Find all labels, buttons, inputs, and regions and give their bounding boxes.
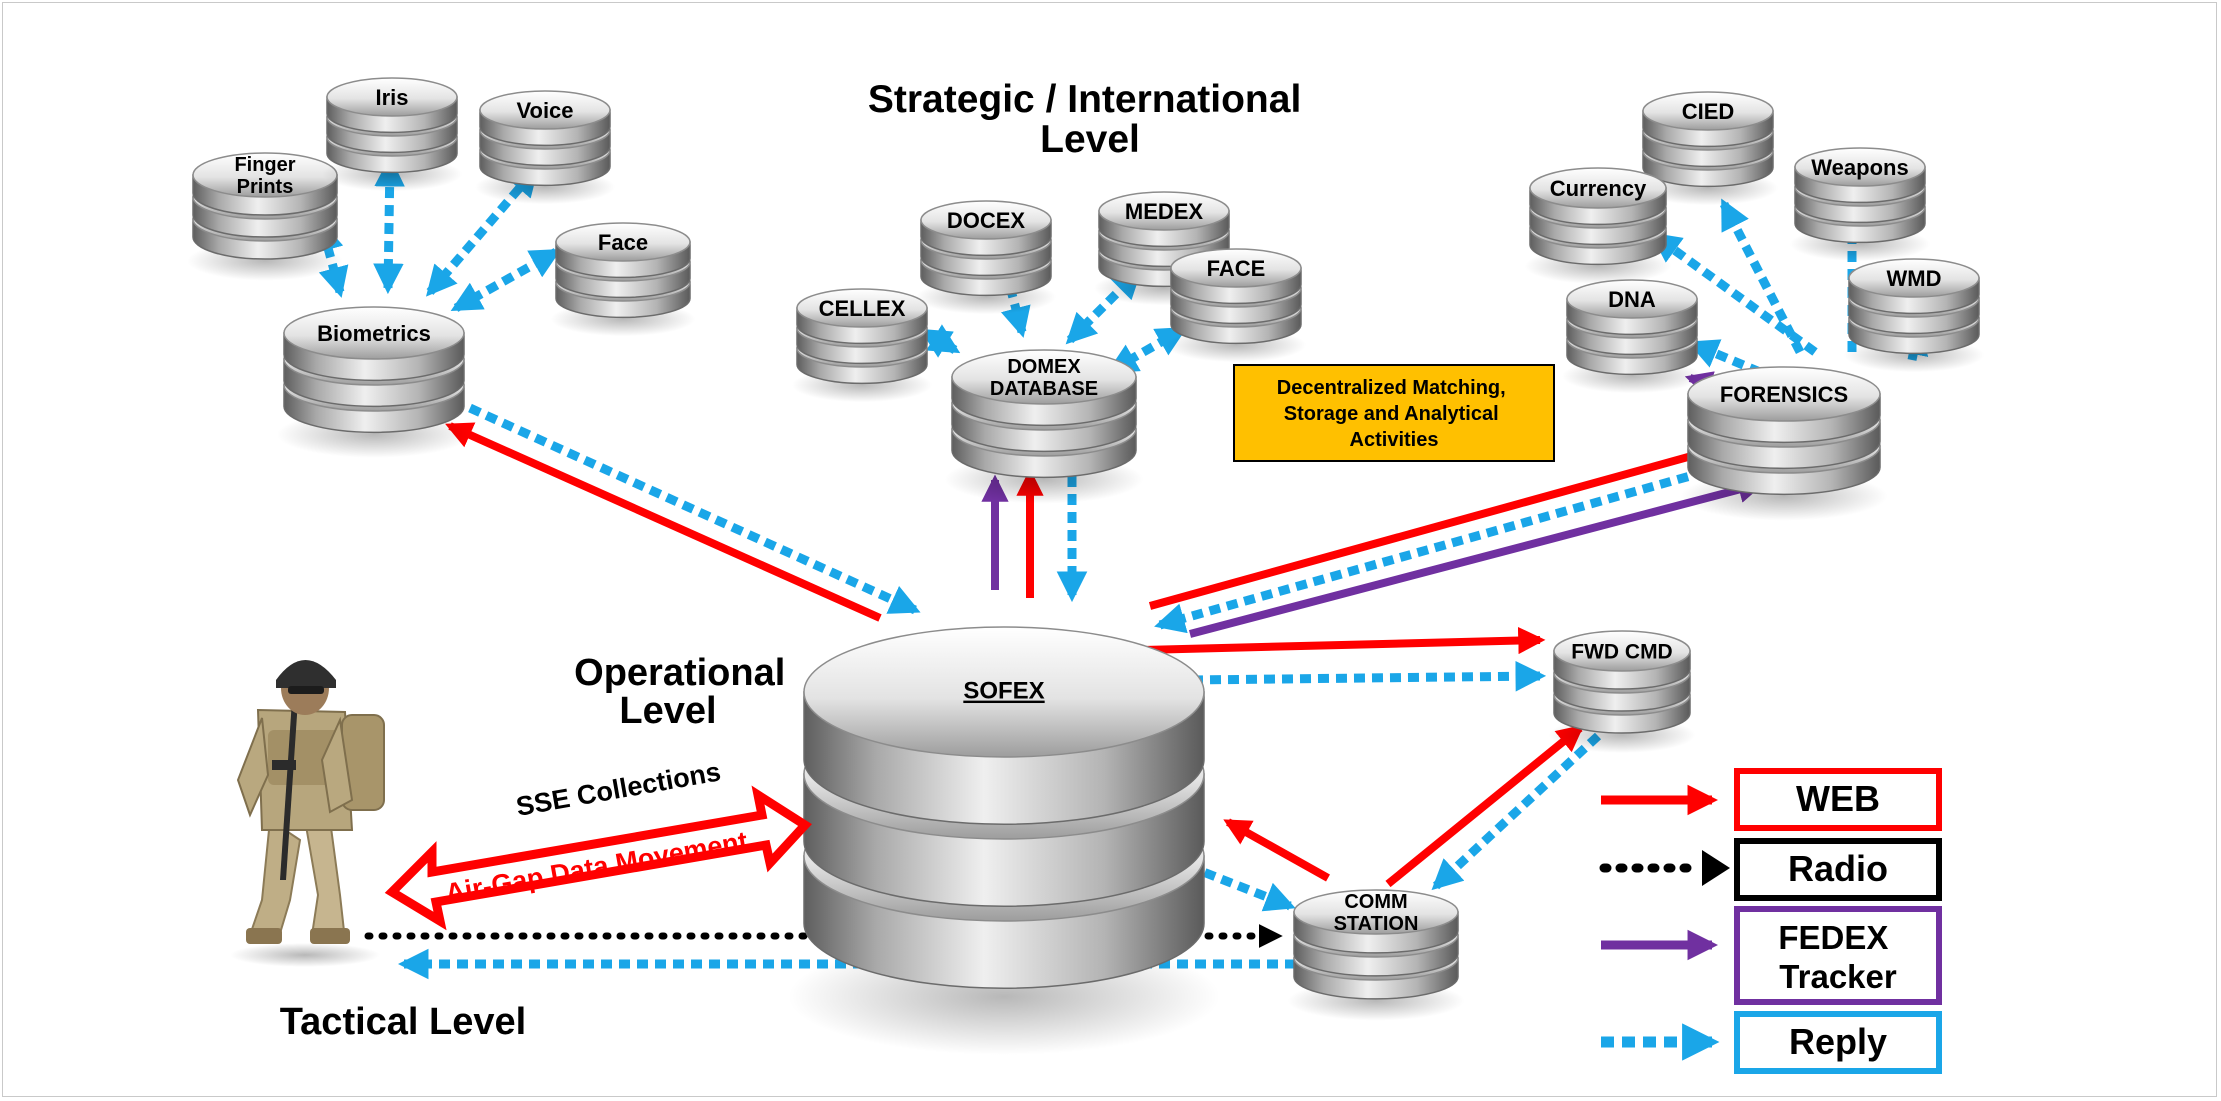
sofex-db: SOFEX (788, 626, 1220, 1055)
svg-text:Radio: Radio (1788, 848, 1888, 889)
biometrics-iris-reply-arrow (373, 155, 405, 295)
face-biometrics-label: Face (598, 230, 648, 255)
decentralized-callout: Decentralized Matching, Storage and Anal… (1233, 364, 1555, 462)
face-biometrics-db: Face (550, 222, 696, 337)
legend-reply: Reply (1601, 1011, 1942, 1074)
svg-text:WEB: WEB (1796, 778, 1880, 819)
voice-db: Voice (474, 90, 616, 205)
forensics-cied-reply-arrow (1719, 198, 1805, 355)
legend-radio: Radio (1599, 838, 1942, 901)
wmd-label: WMD (1887, 266, 1942, 291)
sofex-forensics-fedex-arrow (1188, 476, 1766, 638)
forensics-currency-reply-arrow (1650, 232, 1818, 356)
sse-collections-label: SSE Collections (514, 756, 723, 822)
docex-label: DOCEX (947, 208, 1026, 233)
dna-db: DNA (1561, 279, 1703, 394)
iris-label: Iris (375, 85, 408, 110)
biometrics-sofex-reply-arrow (468, 403, 921, 615)
sofex-biometrics-web-arrow (445, 422, 882, 622)
fwd-cmd-label: FWD CMD (1571, 641, 1672, 664)
domex-cellex-reply-arrow (919, 324, 961, 358)
domex-face-reply-arrow (1106, 326, 1188, 374)
strategic-level-title: Strategic / International Level (868, 78, 1312, 161)
face-domex-label: FACE (1207, 256, 1266, 281)
fwdcmd-sofex-reply-arrow (1191, 660, 1547, 692)
operational-level-title: Operational Level (574, 652, 796, 732)
forensics-sofex-reply-arrow (1154, 457, 1742, 634)
fwdcmd-comm-reply-arrow (1431, 732, 1602, 891)
face-domex-db: FACE (1165, 248, 1307, 363)
cied-label: CIED (1682, 99, 1735, 124)
iris-db: Iris (321, 77, 463, 192)
sofex-forensics-web-arrow (1148, 436, 1741, 610)
air-gap-double-arrow: Air-Gap Data Movement (384, 785, 812, 931)
sofex-label: SOFEX (963, 678, 1044, 705)
biometrics-label: Biometrics (317, 321, 431, 346)
weapons-label: Weapons (1811, 155, 1908, 180)
wmd-db: WMD (1843, 258, 1985, 373)
cellex-db: CELLEX (791, 288, 933, 403)
medex-label: MEDEX (1125, 199, 1204, 224)
comm-sofex-web-arrow (1223, 818, 1330, 882)
biometrics-face-reply-arrow (450, 248, 562, 312)
forensics-db: FORENSICS (1680, 366, 1888, 521)
forensics-label: FORENSICS (1720, 382, 1848, 407)
soldier-figure (230, 660, 385, 967)
legend: WEB Radio FEDEX Tracker Reply (1599, 768, 1942, 1074)
svg-text:FEDEX Tracker: FEDEX Tracker (1778, 919, 1897, 995)
sofex-comm-reply-arrow (1186, 861, 1296, 912)
tactical-level-title: Tactical Level (280, 1001, 526, 1043)
dna-label: DNA (1608, 287, 1656, 312)
sofex-fwdcmd-web-arrow (1141, 626, 1546, 655)
cellex-label: CELLEX (819, 296, 906, 321)
currency-label: Currency (1550, 176, 1647, 201)
svg-text:Reply: Reply (1789, 1021, 1887, 1062)
comm-fwdcmd-web-arrow (1385, 724, 1585, 888)
legend-web: WEB (1601, 768, 1942, 831)
weapons-db: Weapons (1789, 147, 1931, 262)
currency-db: Currency (1524, 167, 1672, 284)
voice-label: Voice (516, 98, 573, 123)
forensics-dna-reply-arrow (1687, 339, 1762, 377)
fwd-cmd-db: FWD CMD (1548, 630, 1696, 753)
legend-fedex: FEDEX Tracker (1601, 906, 1942, 1005)
docex-db: DOCEX (915, 200, 1057, 315)
svg-text:Decentralized Matching,: Decentralized Matching, Storage and Anal… (1277, 377, 1512, 451)
biometrics-db: Biometrics (276, 306, 472, 458)
